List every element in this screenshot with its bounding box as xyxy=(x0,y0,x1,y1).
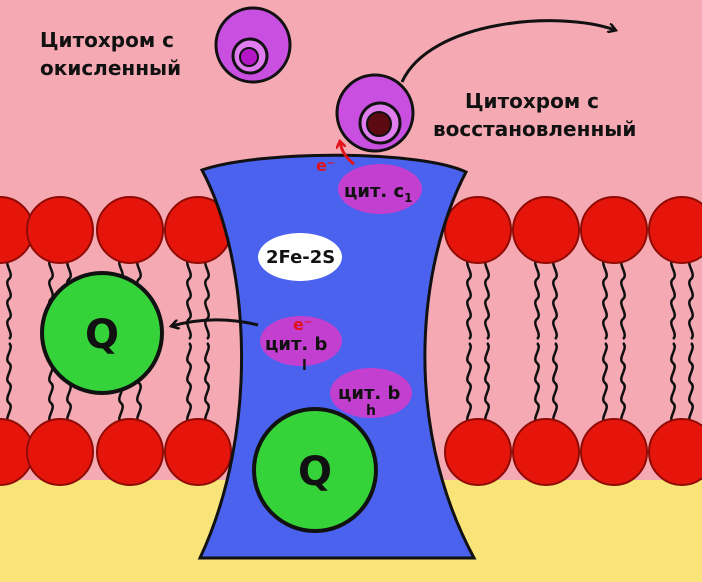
electron-label-bl: e⁻ xyxy=(293,315,312,334)
cyt-c-oxidized-label-line1: Цитохром с xyxy=(40,28,174,52)
cyt-bl-subscript: l xyxy=(302,358,307,374)
lipid-tail xyxy=(186,258,192,340)
lipid-tail xyxy=(466,342,472,424)
cyt-c-reduced-label-line2: восстановленный xyxy=(433,117,636,141)
lipid-head xyxy=(26,418,94,486)
lipid-tail xyxy=(204,258,210,340)
lipid-tail xyxy=(688,342,694,424)
q-label-left: Q xyxy=(85,312,119,358)
electron-arrow-icon xyxy=(340,142,355,166)
cyt-c1-label: цит. c1 xyxy=(344,181,413,205)
lipid-head xyxy=(580,196,648,264)
lipid-head xyxy=(26,196,94,264)
cytochrome-c-oxidized-icon xyxy=(214,6,292,84)
lipid-tail xyxy=(6,342,12,424)
lipid-tail xyxy=(534,342,540,424)
lipid-tail xyxy=(466,258,472,340)
ubiquinone-bound-icon: Q xyxy=(252,407,378,533)
release-arrow-icon xyxy=(400,19,615,83)
fe-s-cluster-oval xyxy=(258,233,342,281)
lipid-tail xyxy=(620,342,626,424)
lipid-tail xyxy=(670,342,676,424)
lipid-tail xyxy=(204,342,210,424)
lipid-head xyxy=(512,196,580,264)
cyt-bh-oval xyxy=(330,368,412,418)
lipid-head xyxy=(96,418,164,486)
lipid-tail xyxy=(670,258,676,340)
lipid-tail xyxy=(484,342,490,424)
ubiquinone-icon: Q xyxy=(40,271,164,395)
lipid-tail xyxy=(552,342,558,424)
cyt-bh-subscript: h xyxy=(366,403,376,419)
lipid-tail xyxy=(484,258,490,340)
cyt-bh-label: цит. b xyxy=(338,383,400,404)
q-label-bottom: Q xyxy=(298,449,332,495)
cyt-bl-oval xyxy=(260,316,342,366)
lipid-head xyxy=(512,418,580,486)
cyt-c-oxidized-label-line2: окисленный xyxy=(40,56,181,80)
cyt-bl-label: цит. b xyxy=(265,334,327,355)
cytochrome-c-reduced-icon xyxy=(335,73,415,153)
lipid-tail xyxy=(602,342,608,424)
lipid-tail xyxy=(6,258,12,340)
lipid-head xyxy=(96,196,164,264)
lipid-head xyxy=(580,418,648,486)
lipid-head xyxy=(444,418,512,486)
lipid-tail xyxy=(602,258,608,340)
lipid-head xyxy=(444,196,512,264)
lipid-tail xyxy=(186,342,192,424)
lipid-tail xyxy=(534,258,540,340)
electron-label-c1: e⁻ xyxy=(316,156,335,175)
lipid-tail xyxy=(552,258,558,340)
lipid-head xyxy=(648,196,702,264)
lipid-tail xyxy=(688,258,694,340)
lipid-head xyxy=(648,418,702,486)
lipid-tail xyxy=(620,258,626,340)
cyt-c-reduced-label-line1: Цитохром с xyxy=(465,89,599,113)
cyt-c1-oval xyxy=(338,164,422,214)
q-arrow-icon xyxy=(172,318,259,326)
lipid-head xyxy=(164,418,232,486)
fe-s-label: 2Fe-2S xyxy=(266,247,335,268)
